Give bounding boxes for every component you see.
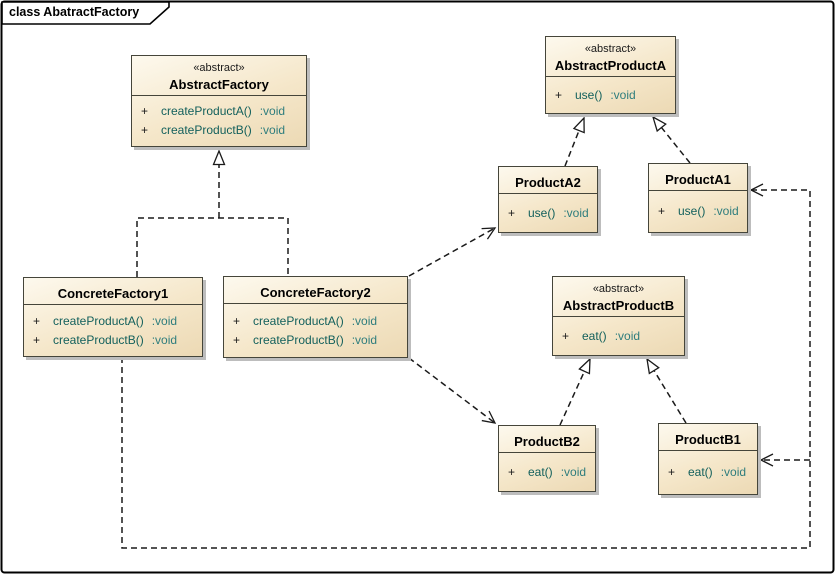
method-return-type: :void xyxy=(560,464,587,479)
method-row: + createProductB() :void xyxy=(136,121,302,140)
visibility: + xyxy=(141,104,149,118)
visibility: + xyxy=(233,313,241,328)
methods-compartment: + createProductA() :void + createProduct… xyxy=(132,95,306,146)
visibility: + xyxy=(233,332,241,347)
methods-compartment: + createProductA() :void + createProduct… xyxy=(224,303,407,357)
method-signature: use() xyxy=(678,204,706,218)
visibility: + xyxy=(562,328,570,343)
class-name: AbstractProductA xyxy=(554,58,667,73)
visibility: + xyxy=(668,465,676,479)
class-box-abstractproductb[interactable]: «abstract» AbstractProductB + eat() :voi… xyxy=(552,276,685,356)
method-return-type: :void xyxy=(151,313,178,328)
class-box-productb2[interactable]: ProductB2 + eat() :void xyxy=(498,425,596,492)
method-return-type: :void xyxy=(720,465,747,479)
method-row: + createProductB() :void xyxy=(228,331,403,350)
class-name: ConcreteFactory1 xyxy=(57,286,169,301)
methods-compartment: + use() :void xyxy=(546,76,675,113)
dependency-concretefactory2-productb2[interactable] xyxy=(408,357,497,424)
method-return-type: :void xyxy=(259,123,286,137)
method-return-type: :void xyxy=(351,313,378,328)
class-box-abstractproducta[interactable]: «abstract» AbstractProductA + use() :voi… xyxy=(545,36,676,114)
class-title: ProductB2 xyxy=(499,426,595,452)
realization-producta1-abstractproducta[interactable] xyxy=(651,115,691,164)
method-row: + createProductA() :void xyxy=(136,102,302,121)
class-title: ConcreteFactory2 xyxy=(224,277,407,303)
realization-productb1-abstractproductb[interactable] xyxy=(646,357,687,424)
class-name: AbstractFactory xyxy=(169,77,269,92)
method-signature: eat() xyxy=(582,328,607,343)
method-row: + createProductA() :void xyxy=(228,312,403,331)
methods-compartment: + eat() :void xyxy=(553,316,684,355)
class-name: ProductB2 xyxy=(514,434,580,449)
method-return-type: :void xyxy=(614,328,641,343)
realization-productb2-abstractproductb[interactable] xyxy=(559,357,591,426)
class-name: AbstractProductB xyxy=(562,298,675,313)
frame-tab xyxy=(1,1,170,25)
visibility: + xyxy=(658,204,666,218)
method-signature: eat() xyxy=(688,465,713,479)
class-name: ProductA2 xyxy=(515,175,581,190)
method-row: + use() :void xyxy=(503,204,593,223)
method-row: + createProductB() :void xyxy=(28,331,198,350)
methods-compartment: + eat() :void xyxy=(659,450,757,494)
class-box-abstractfactory[interactable]: «abstract» AbstractFactory + createProdu… xyxy=(131,55,307,147)
method-return-type: :void xyxy=(610,87,636,102)
method-return-type: :void xyxy=(259,104,286,118)
class-title: ProductA1 xyxy=(649,164,747,190)
method-row: + eat() :void xyxy=(557,327,680,346)
method-return-type: :void xyxy=(713,204,739,218)
class-name: ConcreteFactory2 xyxy=(260,285,371,300)
method-signature: createProductB() xyxy=(253,332,344,347)
method-signature: use() xyxy=(528,205,556,220)
method-signature: eat() xyxy=(528,464,553,479)
class-title: «abstract» AbstractProductB xyxy=(553,277,684,316)
method-signature: createProductB() xyxy=(53,332,144,347)
methods-compartment: + use() :void xyxy=(499,193,597,232)
method-row: + eat() :void xyxy=(663,463,753,482)
class-title: ProductB1 xyxy=(659,424,757,450)
visibility: + xyxy=(508,464,516,479)
visibility: + xyxy=(508,205,516,220)
method-signature: createProductB() xyxy=(161,123,252,137)
visibility: + xyxy=(141,123,149,137)
class-box-productb1[interactable]: ProductB1 + eat() :void xyxy=(658,423,758,495)
realization-branch-concretefactories[interactable] xyxy=(136,217,289,277)
methods-compartment: + createProductA() :void + createProduct… xyxy=(24,304,202,356)
class-title: ConcreteFactory1 xyxy=(24,278,202,304)
class-title: «abstract» AbstractProductA xyxy=(546,37,675,76)
realization-producta2-abstractproducta[interactable] xyxy=(564,116,585,167)
frame-title: class AbatractFactory xyxy=(9,5,140,19)
class-title: «abstract» AbstractFactory xyxy=(132,56,306,95)
class-box-producta2[interactable]: ProductA2 + use() :void xyxy=(498,166,598,233)
class-box-concretefactory1[interactable]: ConcreteFactory1 + createProductA() :voi… xyxy=(23,277,203,357)
method-return-type: :void xyxy=(563,205,589,220)
class-name: ProductB1 xyxy=(675,432,741,447)
method-return-type: :void xyxy=(151,332,178,347)
methods-compartment: + use() :void xyxy=(649,190,747,232)
class-title: ProductA2 xyxy=(499,167,597,193)
dependency-concretefactory2-producta2[interactable] xyxy=(408,227,497,277)
class-box-concretefactory2[interactable]: ConcreteFactory2 + createProductA() :voi… xyxy=(223,276,408,358)
method-row: + use() :void xyxy=(653,202,743,221)
class-name: ProductA1 xyxy=(665,172,731,187)
method-row: + createProductA() :void xyxy=(28,312,198,331)
class-box-producta1[interactable]: ProductA1 + use() :void xyxy=(648,163,748,233)
visibility: + xyxy=(555,87,563,102)
visibility: + xyxy=(33,332,41,347)
method-row: + eat() :void xyxy=(503,463,591,482)
methods-compartment: + eat() :void xyxy=(499,452,595,491)
stereotype-label: «abstract» xyxy=(592,283,645,295)
stereotype-label: «abstract» xyxy=(584,43,637,55)
stereotype-label: «abstract» xyxy=(193,62,245,74)
method-row: + use() :void xyxy=(550,86,671,105)
method-signature: createProductA() xyxy=(161,104,252,118)
method-signature: createProductA() xyxy=(53,313,144,328)
method-signature: use() xyxy=(575,87,603,102)
visibility: + xyxy=(33,313,41,328)
method-return-type: :void xyxy=(351,332,378,347)
method-signature: createProductA() xyxy=(253,313,344,328)
